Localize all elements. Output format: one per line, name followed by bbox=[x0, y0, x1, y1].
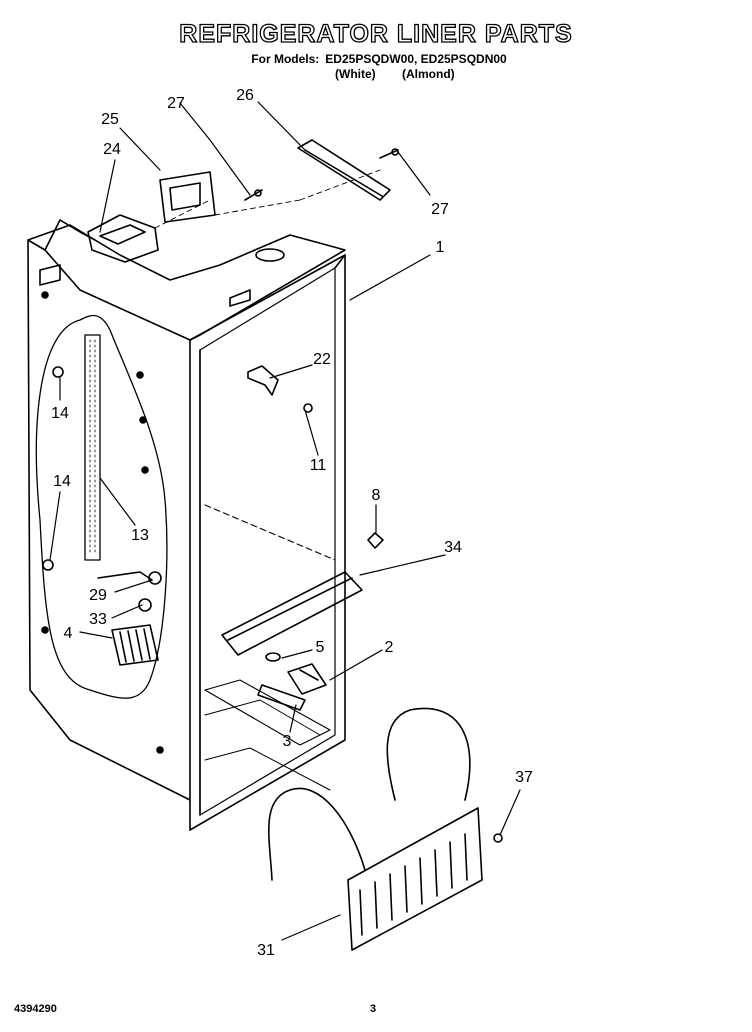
liner-bottom-tray bbox=[204, 679, 331, 746]
heater-wire-2 bbox=[386, 707, 471, 801]
part-26 bbox=[297, 139, 391, 201]
liner-front-frame bbox=[189, 254, 346, 831]
callout-27-top: 27 bbox=[167, 95, 185, 112]
callout-1: 1 bbox=[436, 239, 445, 256]
callout-29: 29 bbox=[89, 587, 107, 604]
part-22 bbox=[247, 365, 279, 396]
tube-loop bbox=[35, 314, 168, 699]
callout-13: 13 bbox=[131, 527, 149, 544]
callout-34: 34 bbox=[444, 539, 462, 556]
callout-11: 11 bbox=[310, 457, 327, 474]
part-4 bbox=[111, 624, 159, 666]
callout-31: 31 bbox=[257, 942, 275, 959]
liner-inner-back bbox=[199, 254, 346, 816]
callout-37: 37 bbox=[515, 769, 533, 786]
heater-wire-1 bbox=[268, 787, 366, 881]
doc-number: 4394290 bbox=[14, 1003, 57, 1015]
callout-24: 24 bbox=[103, 141, 121, 158]
callout-26: 26 bbox=[236, 87, 254, 104]
part-34 bbox=[221, 571, 363, 656]
page-title: REFRIGERATOR LINER PARTS bbox=[179, 19, 573, 48]
liner-divider bbox=[204, 504, 336, 561]
callout-2: 2 bbox=[385, 639, 394, 656]
cabinet-top bbox=[27, 224, 346, 341]
part-24 bbox=[87, 214, 159, 263]
page-number: 3 bbox=[370, 1003, 377, 1015]
callout-4: 4 bbox=[64, 625, 73, 642]
callout-8: 8 bbox=[372, 487, 381, 504]
callout-22: 22 bbox=[313, 351, 331, 368]
models-value: ED25PSQDW00, ED25PSQDN00 bbox=[325, 52, 507, 66]
models-label: For Models: bbox=[251, 52, 320, 66]
callout-14-lower: 14 bbox=[53, 473, 71, 490]
part-2 bbox=[287, 663, 327, 695]
variant-almond: (Almond) bbox=[402, 67, 455, 81]
cabinet-left-side bbox=[27, 239, 191, 831]
cabinet-top-edge bbox=[44, 219, 96, 251]
part-3 bbox=[257, 684, 306, 711]
variant-white: (White) bbox=[335, 67, 376, 81]
callout-33: 33 bbox=[89, 611, 107, 628]
part-31 bbox=[347, 807, 483, 951]
callout-3: 3 bbox=[283, 733, 292, 750]
callout-labels: 27 26 25 24 27 1 22 11 14 14 13 8 34 29 … bbox=[51, 87, 533, 959]
part-29 bbox=[97, 571, 153, 581]
callout-27-right: 27 bbox=[431, 201, 449, 218]
part-25 bbox=[159, 171, 216, 223]
callout-5: 5 bbox=[316, 639, 325, 656]
part-8 bbox=[367, 532, 384, 549]
callout-14-upper: 14 bbox=[51, 405, 69, 422]
callout-25: 25 bbox=[101, 111, 119, 128]
rail-13 bbox=[84, 334, 101, 561]
models-line: For Models: ED25PSQDW00, ED25PSQDN00 bbox=[0, 52, 752, 66]
